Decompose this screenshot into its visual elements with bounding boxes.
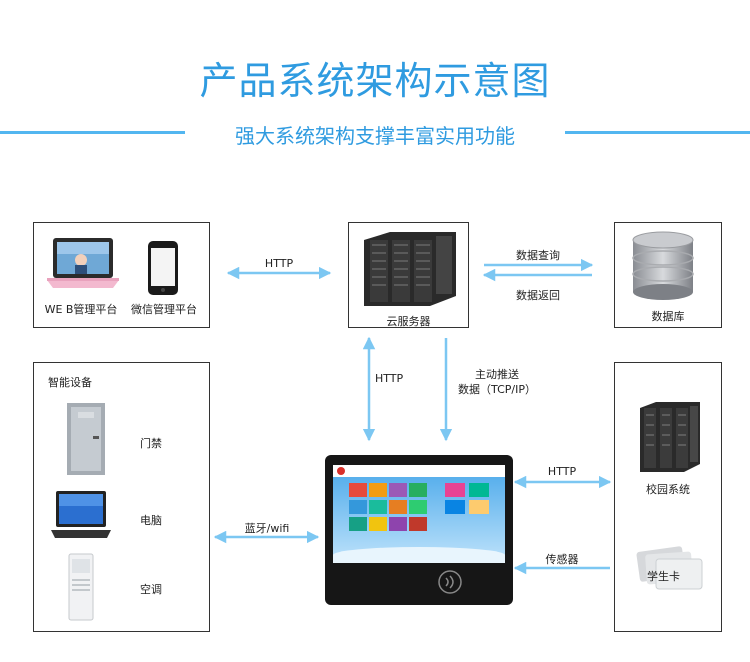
app-tile	[389, 483, 407, 497]
sensor-label: 传感器	[545, 553, 579, 566]
app-tile	[369, 483, 387, 497]
app-tile	[349, 483, 367, 497]
door-icon	[67, 403, 105, 475]
data-query-label: 数据查询	[516, 249, 560, 262]
page-subtitle: 强大系统架构支撑丰富实用功能	[235, 124, 515, 148]
computer-icon	[51, 491, 111, 538]
computer-label: 电脑	[140, 514, 162, 527]
http-right-label: HTTP	[547, 465, 577, 478]
app-tile	[445, 500, 465, 514]
wechat-platform-label: 微信管理平台	[131, 303, 197, 316]
smart-devices-label: 智能设备	[48, 376, 92, 389]
database-label: 数据库	[651, 310, 685, 323]
push-label-line1: 主动推送	[475, 368, 519, 381]
cloud-decoration	[333, 547, 505, 563]
data-return-label: 数据返回	[516, 289, 560, 302]
door-access-label: 门禁	[140, 437, 162, 450]
campus-server-icon	[640, 402, 700, 472]
nfc-reader-icon	[438, 570, 462, 594]
http-vertical-label: HTTP	[375, 372, 404, 385]
bluetooth-wifi-label: 蓝牙/wifi	[244, 522, 290, 535]
app-tile	[469, 483, 489, 497]
campus-system-label: 校园系统	[646, 483, 690, 496]
air-conditioner-label: 空调	[140, 583, 162, 596]
web-platform-label: WE B管理平台	[44, 303, 118, 316]
student-card-icon	[636, 546, 703, 590]
laptop-icon	[47, 238, 119, 288]
air-conditioner-icon	[68, 553, 94, 621]
subtitle-right-line	[565, 131, 750, 134]
app-tile	[409, 517, 427, 531]
smartphone-icon	[148, 241, 178, 295]
app-grid	[349, 483, 427, 549]
app-tile	[409, 483, 427, 497]
app-tile	[409, 500, 427, 514]
push-label-line2: 数据（TCP/IP）	[458, 383, 536, 396]
app-tile	[445, 483, 465, 497]
smart-terminal	[325, 455, 513, 605]
app-tile	[369, 517, 387, 531]
terminal-screen	[333, 465, 505, 563]
cloud-server-label: 云服务器	[386, 315, 431, 328]
app-tile	[369, 500, 387, 514]
page-title: 产品系统架构示意图	[199, 59, 551, 103]
student-card-label: 学生卡	[647, 570, 680, 583]
terminal-status-bar	[333, 465, 505, 477]
app-tile	[469, 500, 489, 514]
app-tile	[389, 500, 407, 514]
app-tile	[389, 517, 407, 531]
school-logo-icon	[337, 467, 345, 475]
http-top-label: HTTP	[264, 257, 294, 270]
app-tile	[349, 517, 367, 531]
database-icon	[632, 231, 694, 300]
app-tile	[349, 500, 367, 514]
subtitle-left-line	[0, 131, 185, 134]
server-rack-icon	[364, 232, 456, 306]
